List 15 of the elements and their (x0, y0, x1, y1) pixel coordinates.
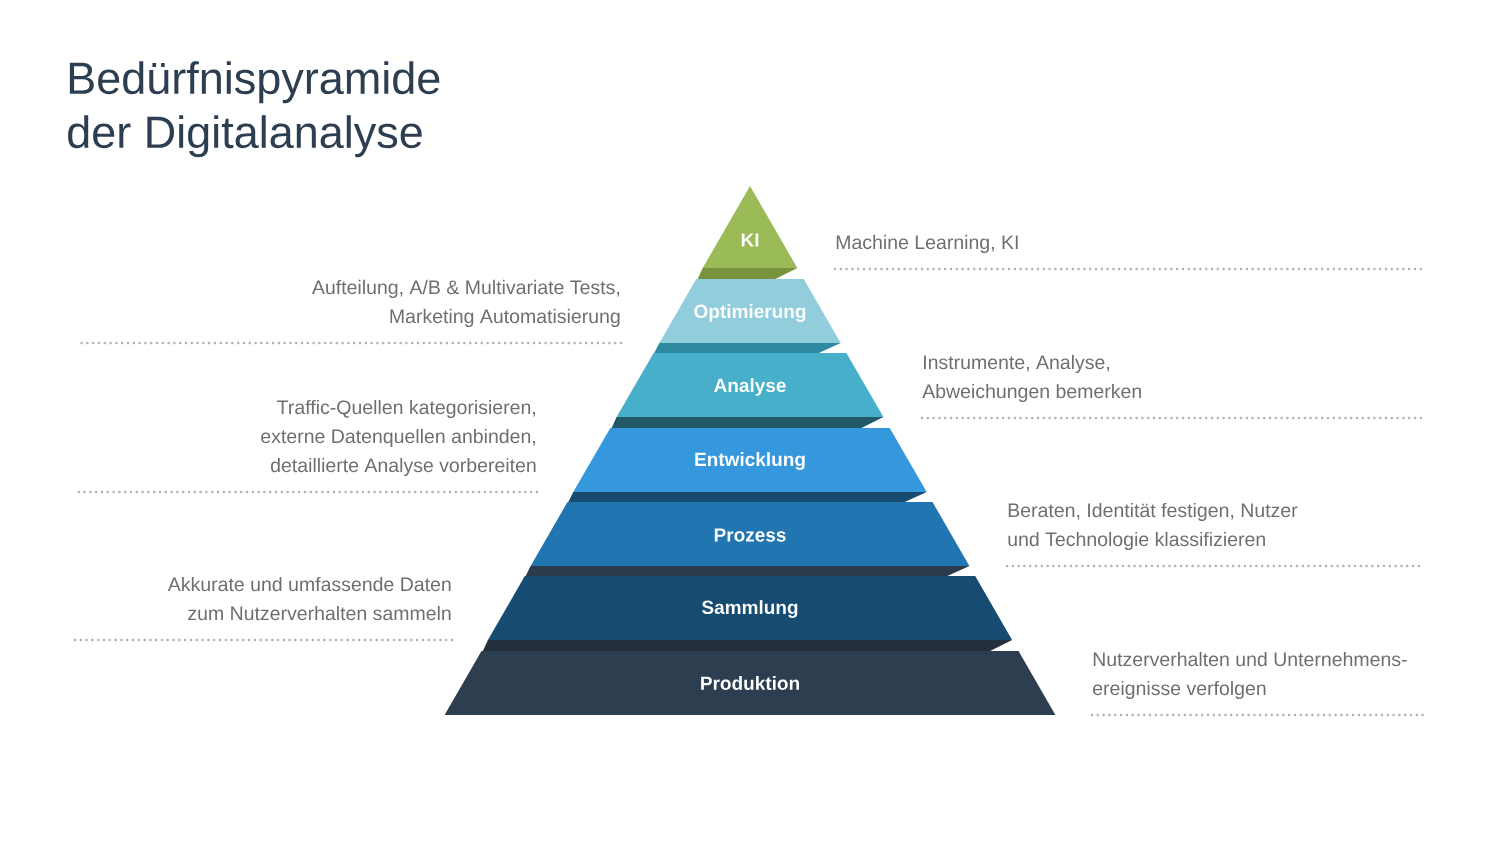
pyramid-layer: Produktion (444, 651, 1056, 715)
pyramid-layer: Optimierung (654, 279, 841, 353)
pyramid-layer: Prozess (525, 502, 970, 576)
layer-description: Machine Learning, KI (836, 234, 1018, 254)
pyramid-layer: Entwicklung (568, 428, 927, 502)
layer-description: Instrumente, Analyse, Abweichungen bemerken (922, 354, 1141, 403)
layer-description: Traffic-Quellen kategorisieren, externe Datenquellen anbinden, detaillierte Analyse vorbereiten (261, 399, 536, 477)
pyramid-layer: Analyse (611, 353, 884, 428)
title: Bedürfnispyramide der Digitalanalyse (68, 61, 440, 158)
layer-description: Beraten, Identität festigen, Nutzer und Technologie klassifizieren (1008, 502, 1298, 551)
layer-description: Akkurate und umfassende Daten zum Nutzerverhalten sammeln (167, 576, 451, 621)
pyramid-layer: KI (697, 186, 798, 279)
pyramid-layer: Sammlung (482, 576, 1013, 651)
layer-description: Nutzerverhalten und Unternehmens- ereignisse verfolgen (1093, 651, 1407, 700)
layer-description: Aufteilung, A/B & Multivariate Tests, Marketing Automatisierung (311, 279, 620, 328)
